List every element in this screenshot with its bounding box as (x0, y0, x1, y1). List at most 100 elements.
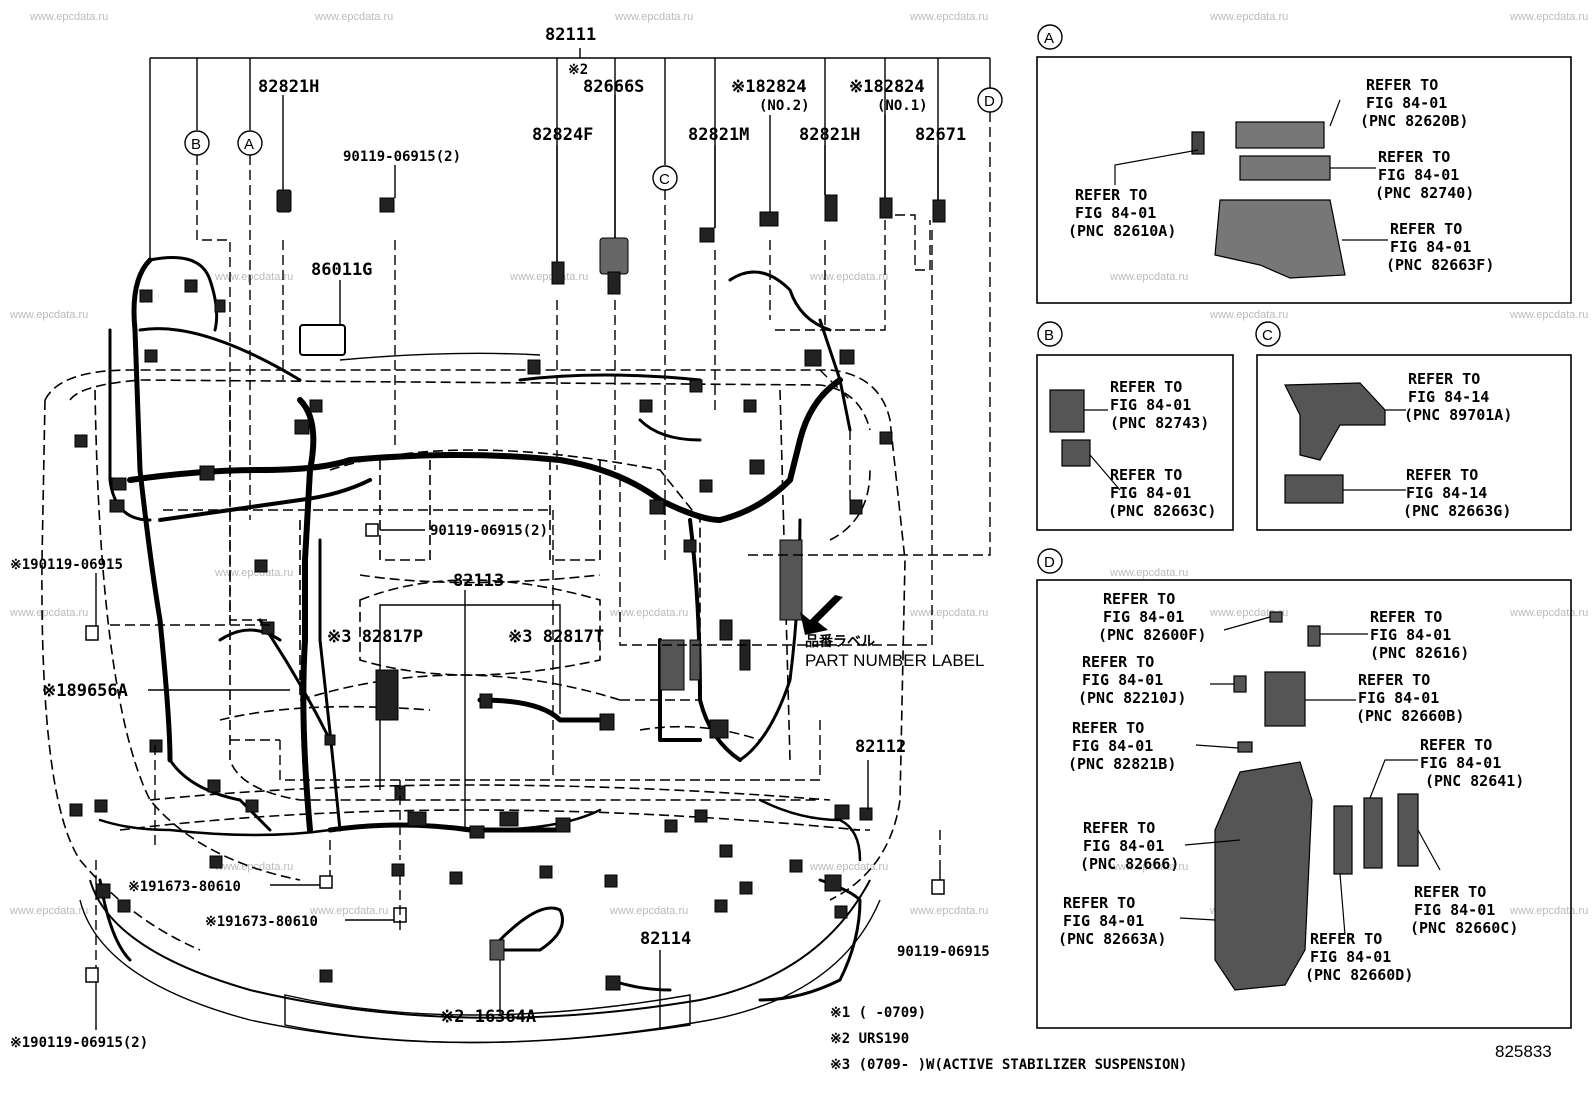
part-label: ※190119-06915(2) (10, 1035, 148, 1051)
panel-c: C REFER TO FIG 84-14 (PNC 89701A) REFER … (1255, 321, 1572, 531)
connector-icon (719, 619, 733, 641)
ref-line: REFER TO (1420, 736, 1492, 754)
part-label: ※182824 (731, 77, 807, 97)
ref-line: REFER TO (1378, 148, 1450, 166)
bolts (85, 523, 945, 983)
connector-icon (407, 811, 427, 827)
part-icon (1239, 155, 1331, 181)
connector-icon (879, 197, 893, 219)
part-label: (NO.1) (877, 98, 928, 114)
watermark: www.epcdata.ru (1209, 607, 1288, 619)
part-label: 86011G (311, 260, 372, 280)
part-icon (1191, 131, 1205, 155)
part-label: PART NUMBER LABEL (805, 651, 985, 670)
ref-line: FIG 84-01 (1063, 912, 1144, 930)
ref-line: REFER TO (1366, 76, 1438, 94)
connector-icon (111, 477, 127, 491)
watermark: www.epcdata.ru (1209, 309, 1288, 321)
ref-line: REFER TO (1063, 894, 1135, 912)
connector-icon (789, 859, 803, 873)
bolt-icon (365, 523, 379, 537)
relay-icon (299, 324, 346, 356)
watermark: www.epcdata.ru (1209, 11, 1288, 23)
connectors (69, 189, 946, 991)
ref-line: (PNC 82666) (1080, 855, 1179, 873)
callout-b-icon (184, 130, 210, 156)
connector-icon (144, 349, 158, 363)
connector-icon (209, 855, 223, 869)
ref-line: FIG 84-01 (1420, 754, 1501, 772)
part-icon (1049, 389, 1085, 433)
callout-a-icon (237, 130, 263, 156)
watermark: www.epcdata.ru (1509, 309, 1588, 321)
part-icon (1397, 793, 1419, 867)
ref-line: FIG 84-01 (1103, 608, 1184, 626)
watermark: www.epcdata.ru (9, 905, 88, 917)
ref-line: (PNC 82740) (1375, 184, 1474, 202)
part-label: 品番ラベル (805, 633, 875, 650)
ref-line: FIG 84-01 (1414, 901, 1495, 919)
part-label: 82821H (799, 125, 860, 145)
connector-icon (294, 419, 310, 435)
watermark: www.epcdata.ru (909, 607, 988, 619)
bolt-icon (931, 879, 945, 895)
watermark: www.epcdata.ru (1109, 861, 1188, 873)
ref-line: FIG 84-01 (1358, 689, 1439, 707)
part-icon (1264, 671, 1306, 727)
callout-label: D (984, 93, 995, 110)
ref-line: REFER TO (1406, 466, 1478, 484)
watermark: www.epcdata.ru (509, 271, 588, 283)
ref-line: REFER TO (1370, 608, 1442, 626)
connector-icon (527, 359, 541, 375)
part-icon (1061, 439, 1091, 467)
part-icon (1235, 121, 1325, 149)
ref-line: REFER TO (1110, 466, 1182, 484)
connector-icon (664, 819, 678, 833)
callout-dashed-lines (95, 112, 991, 968)
leader-lines (95, 48, 991, 1030)
connector-icon (709, 719, 729, 739)
part-label: 90119-06915 (897, 944, 990, 960)
connector-icon (834, 804, 850, 820)
watermark: www.epcdata.ru (1109, 271, 1188, 283)
part-label: ※191673-80610 (205, 914, 318, 930)
ref-line: (PNC 82600F) (1098, 626, 1206, 644)
connector-icon (879, 431, 893, 445)
connector-icon (539, 865, 553, 879)
part-icon (1333, 805, 1353, 875)
ref-line: REFER TO (1075, 186, 1147, 204)
connector-icon (261, 621, 275, 635)
connector-icon (699, 479, 713, 493)
watermark: www.epcdata.ru (609, 905, 688, 917)
part-icon (1284, 474, 1344, 504)
part-label: 82113 (453, 571, 504, 591)
connector-icon (109, 499, 125, 513)
part-label: 82821H (258, 77, 319, 97)
ref-line: (PNC 82620B) (1360, 112, 1468, 130)
ref-line: REFER TO (1310, 930, 1382, 948)
connector-icon (254, 559, 268, 573)
part-label: ※2 16364A (440, 1007, 536, 1027)
part-icon (1363, 797, 1383, 869)
connector-icon (276, 189, 292, 213)
part-label: 82111 (545, 25, 596, 45)
connector-icon (139, 289, 153, 303)
connector-icon (849, 499, 863, 515)
connector-icon (689, 379, 703, 393)
connector-icon (839, 349, 855, 365)
ref-line: REFER TO (1390, 220, 1462, 238)
diagram-id: 825833 (1495, 1042, 1552, 1061)
watermark: www.epcdata.ru (809, 271, 888, 283)
part-label: ※190119-06915 (10, 557, 123, 573)
panel-b: B REFER TO FIG 84-01 (PNC 82743) REFER T… (1036, 321, 1234, 531)
callout-label: C (659, 171, 670, 188)
arrow-icon (800, 595, 843, 635)
connector-icon (479, 693, 493, 709)
ref-line: FIG 84-01 (1366, 94, 1447, 112)
ref-line: FIG 84-01 (1075, 204, 1156, 222)
ref-line: FIG 84-01 (1072, 737, 1153, 755)
footnote: ※3 (0709- )W(ACTIVE STABILIZER SUSPENSIO… (830, 1057, 1187, 1073)
connector-icon (824, 194, 838, 222)
watermark: www.epcdata.ru (1509, 607, 1588, 619)
ref-line: FIG 84-01 (1082, 671, 1163, 689)
